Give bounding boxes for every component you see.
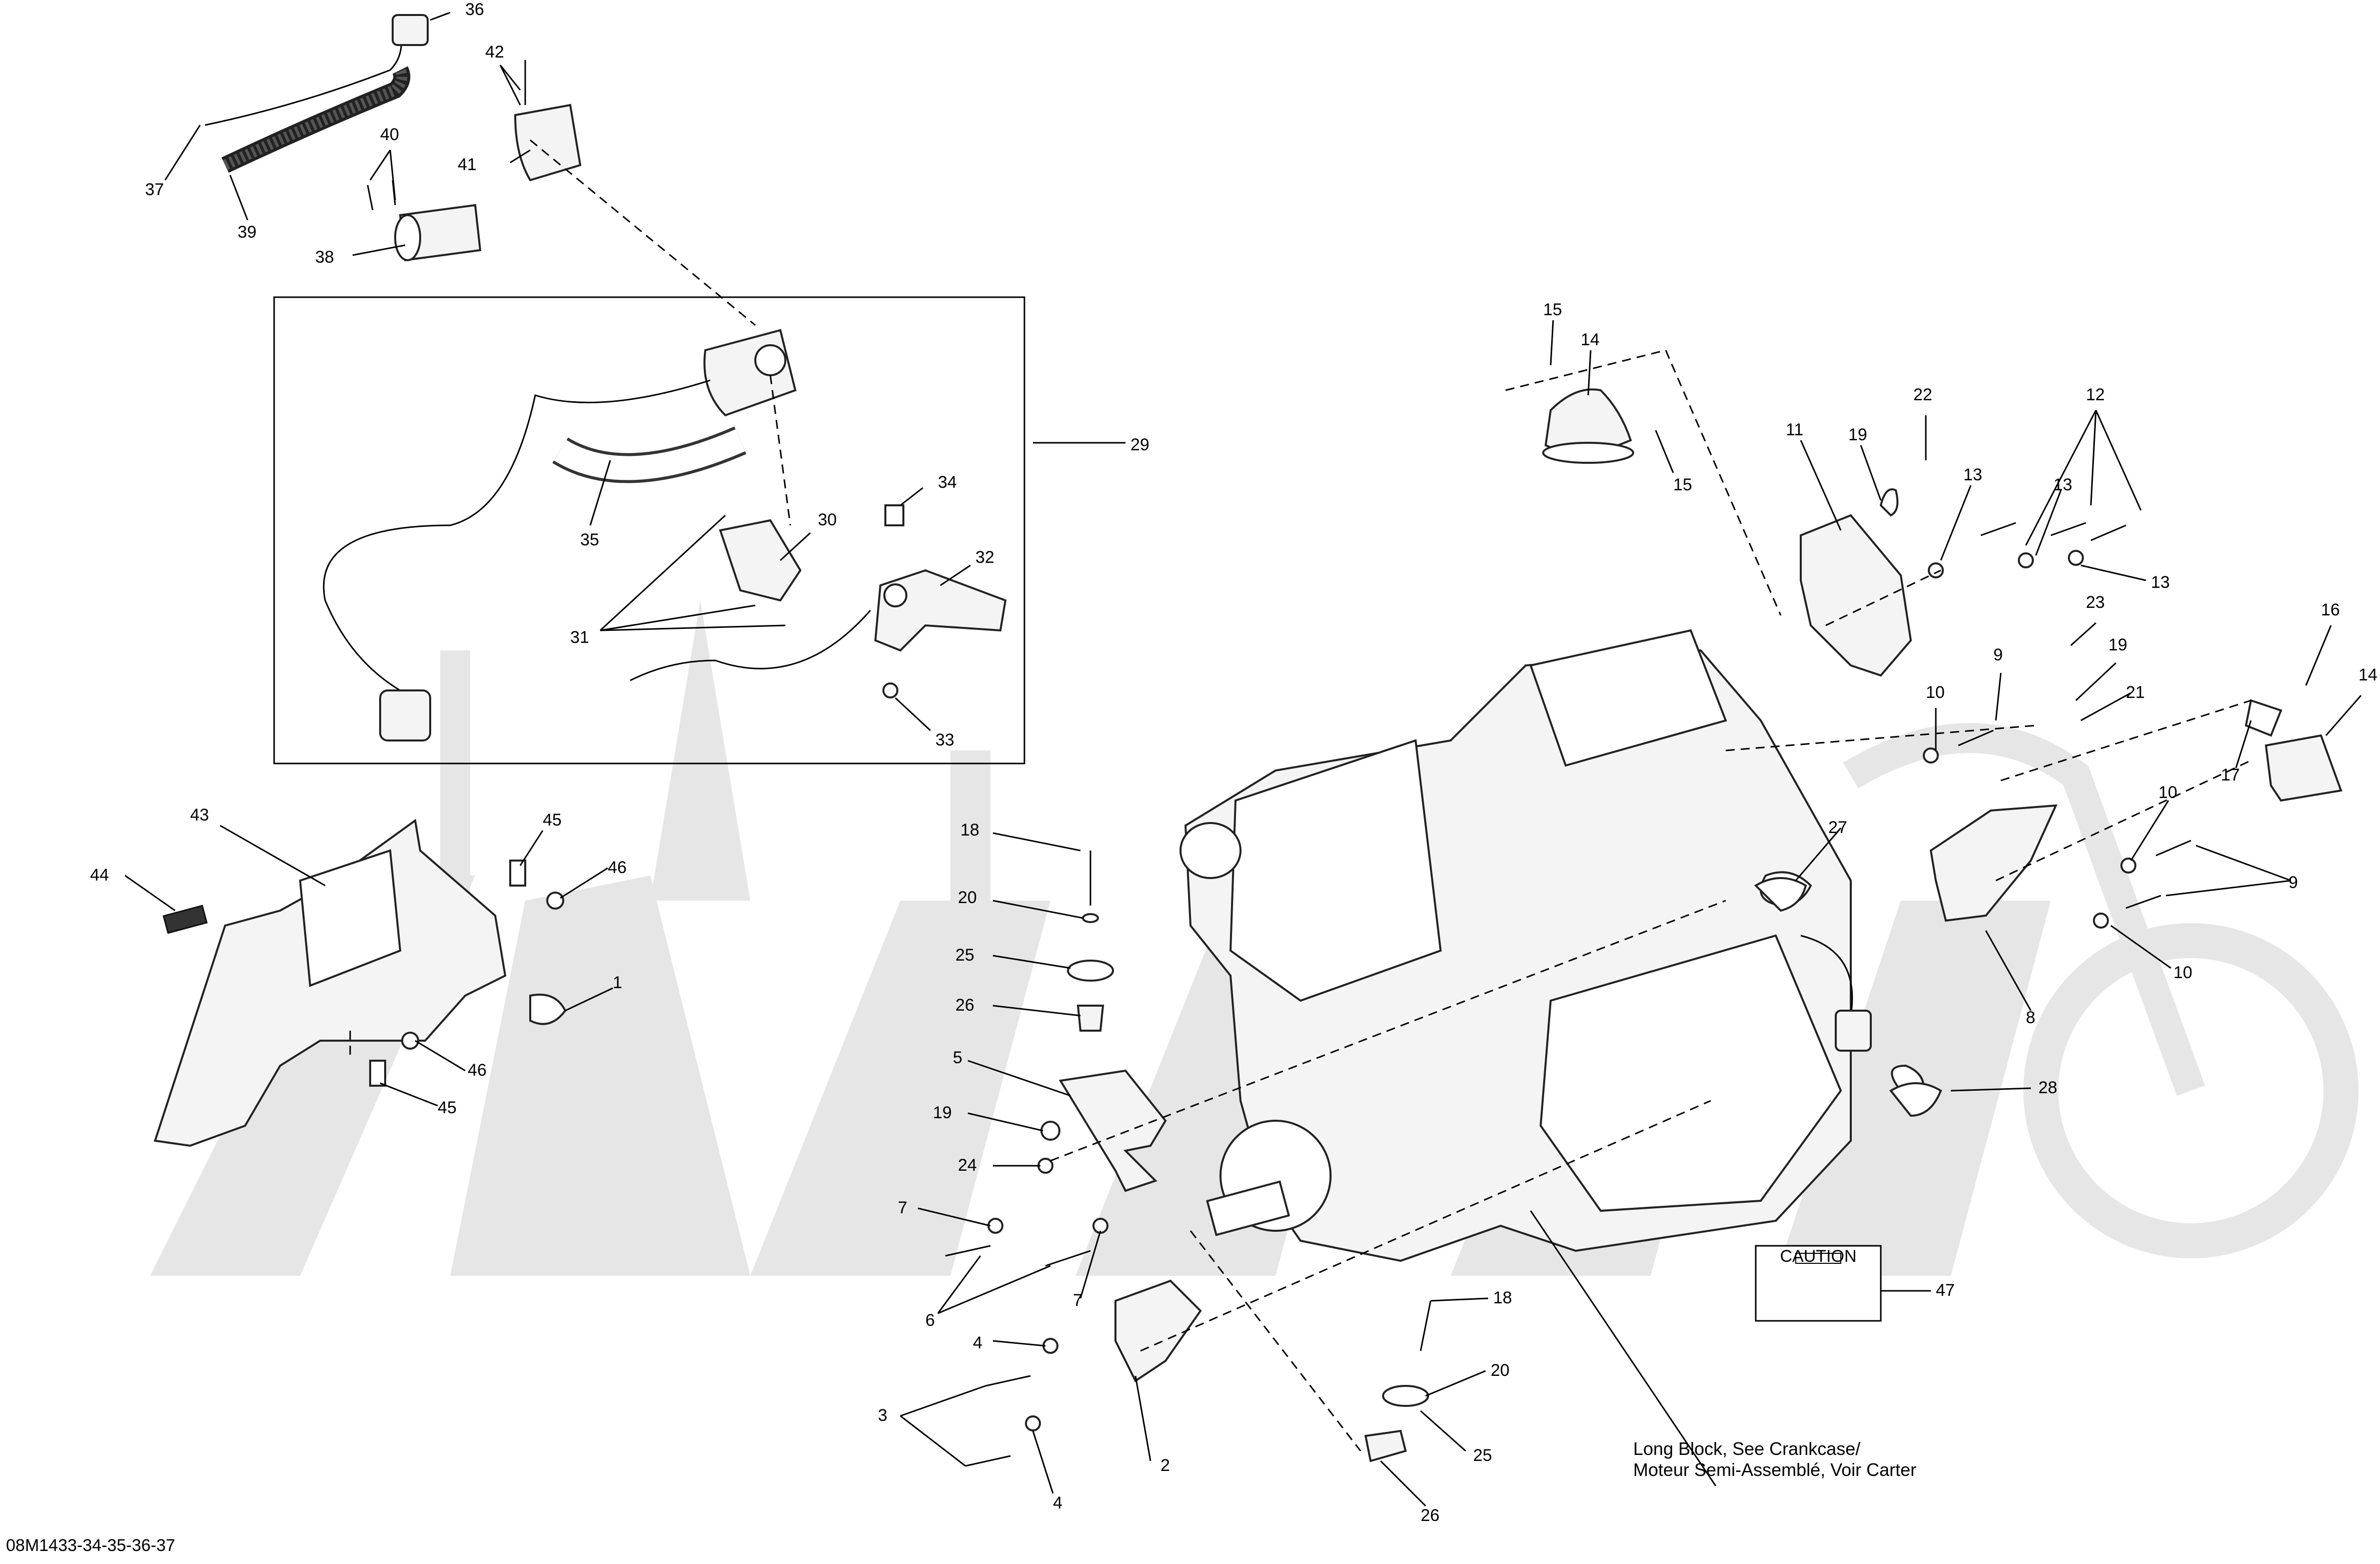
- callout-label: 25: [1473, 1446, 1492, 1465]
- callout-label: 40: [380, 125, 399, 144]
- callout-label: 19: [1848, 425, 1867, 444]
- callout-label: 9: [1993, 645, 2003, 664]
- callout-label: 20: [1491, 1361, 1510, 1380]
- callout-label: 34: [938, 473, 957, 492]
- hose-assembly-parts: [205, 14, 582, 262]
- callout-label: 12: [2086, 385, 2105, 404]
- callout-label: 39: [238, 223, 257, 242]
- callout-label: 27: [1828, 818, 1847, 837]
- right-mounts: [1542, 388, 2342, 1117]
- callout-label: 11: [1786, 420, 1803, 439]
- callout-label: 19: [933, 1103, 952, 1122]
- callout-label: 7: [1073, 1291, 1082, 1310]
- callout-label: 30: [818, 510, 837, 529]
- long-block-note-line2: Moteur Semi-Assemblé, Voir Carter: [1633, 1459, 1916, 1480]
- callout-label: 15: [1543, 300, 1562, 319]
- diagram-code: 08M1433-34-35-36-37: [6, 1536, 175, 1555]
- callout-label: 10: [2158, 783, 2177, 802]
- callout-label: 44: [90, 866, 109, 885]
- callout-label: 1: [613, 973, 622, 992]
- callout-label: 29: [1130, 435, 1149, 454]
- callout-label: 8: [2026, 1008, 2035, 1027]
- callout-label: 23: [2086, 593, 2105, 612]
- callout-label: 13: [2053, 475, 2072, 494]
- callout-label: 28: [2038, 1078, 2057, 1097]
- alignment-lines: [349, 139, 2251, 1451]
- long-block-note-line1: Long Block, See Crankcase/: [1633, 1438, 1860, 1459]
- callout-label: 6: [925, 1311, 935, 1330]
- callout-label: 42: [485, 43, 504, 62]
- air-intake-bracket: [154, 819, 567, 1147]
- callout-label: 41: [458, 155, 477, 174]
- callout-label: 20: [958, 888, 977, 907]
- callout-label: 33: [935, 730, 954, 749]
- callout-label: 13: [1963, 465, 1982, 484]
- callout-label: 21: [2126, 683, 2145, 702]
- callout-label: 43: [190, 806, 209, 825]
- engine-mounts: [945, 851, 1432, 1467]
- boxed-harness-parts: [323, 329, 1007, 741]
- callout-label: 10: [1926, 683, 1945, 702]
- callout-label: 14: [2358, 665, 2377, 684]
- callout-label: 35: [580, 530, 599, 549]
- callout-label: 32: [975, 548, 994, 567]
- callout-label: 36: [465, 0, 484, 19]
- callout-label: 9: [2288, 873, 2298, 892]
- callout-label: 7: [898, 1198, 907, 1217]
- callout-label: 45: [438, 1098, 457, 1117]
- callout-label: 46: [468, 1061, 487, 1080]
- callout-label: 10: [2173, 963, 2192, 982]
- callout-label: 16: [2321, 600, 2340, 619]
- callout-label: 17: [2221, 765, 2240, 785]
- callout-label: 25: [955, 946, 974, 965]
- callout-label: 45: [543, 811, 562, 830]
- callout-label: 31: [570, 628, 589, 647]
- callout-label: 26: [955, 996, 974, 1015]
- engine-assembly: [1179, 629, 1925, 1262]
- callout-label: 4: [1053, 1493, 1062, 1512]
- callout-label: 13: [2151, 573, 2170, 592]
- callout-label: 46: [608, 858, 627, 877]
- callout-label: 37: [145, 180, 164, 199]
- callout-label: 5: [953, 1048, 962, 1067]
- callout-label: 18: [960, 821, 979, 840]
- leader-lines: [125, 12, 2362, 1507]
- callout-label: 4: [973, 1333, 982, 1352]
- callout-label: 47: [1936, 1281, 1955, 1300]
- callout-label: 19: [2108, 635, 2127, 654]
- caution-decal-text: CAUTION: [1780, 1247, 1857, 1266]
- callout-label: 2: [1160, 1456, 1170, 1475]
- callout-label: 18: [1493, 1288, 1512, 1307]
- callout-label: 38: [315, 248, 334, 267]
- callout-labels: 36 37 39 40 38 42 41 29 35 30 34 32 31 3…: [90, 0, 2377, 1525]
- callout-label: 15: [1673, 475, 1692, 494]
- sub-assembly-frame: [273, 296, 1025, 764]
- callout-label: 22: [1913, 385, 1932, 404]
- callout-label: 24: [958, 1156, 977, 1175]
- callout-label: 3: [878, 1406, 887, 1425]
- callout-label: 26: [1421, 1506, 1440, 1525]
- callout-label: 14: [1581, 330, 1600, 349]
